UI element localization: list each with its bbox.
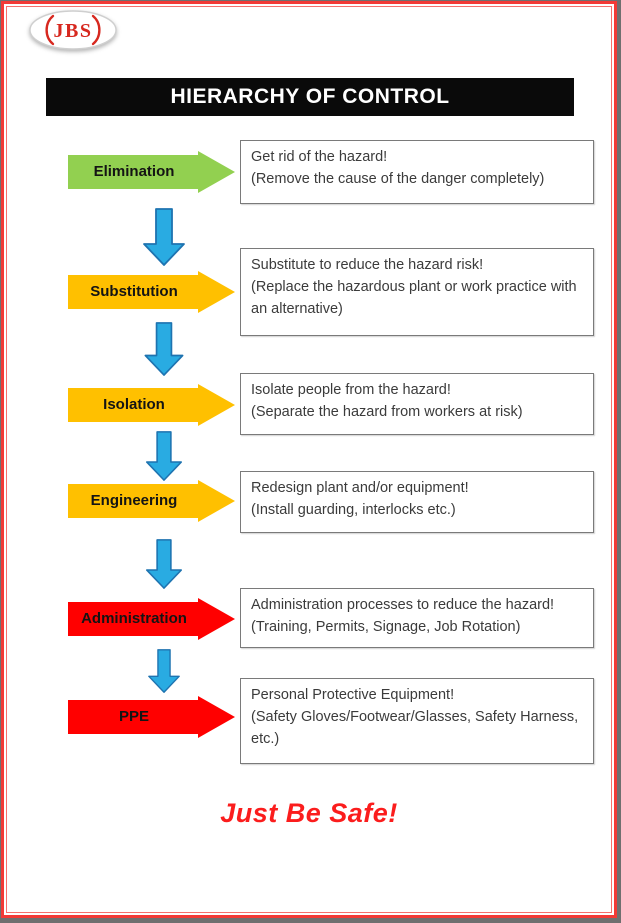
desc-detail: (Separate the hazard from workers at ris… [251, 403, 523, 420]
level-arrow-engineering: Engineering [68, 479, 236, 523]
desc-title: Personal Protective Equipment! [251, 687, 455, 703]
desc-title: Substitute to reduce the hazard risk! [251, 257, 484, 273]
desc-title: Redesign plant and/or equipment! [251, 480, 469, 496]
desc-box-ppe: Personal Protective Equipment! (Safety G… [240, 678, 594, 764]
right-arrow-icon [68, 696, 235, 738]
right-arrow-icon [68, 480, 235, 522]
jbs-logo-icon: JBS [29, 10, 117, 50]
level-arrow-elimination: Elimination [68, 150, 236, 194]
level-arrow-administration: Administration [68, 597, 236, 641]
down-arrow-icon [143, 649, 185, 693]
level-label: Engineering [90, 492, 178, 509]
level-label: Administration [81, 610, 187, 627]
level-label: PPE [118, 708, 149, 725]
desc-detail: (Remove the cause of the danger complete… [251, 170, 545, 187]
desc-box-engineering: Redesign plant and/or equipment! (Instal… [240, 471, 594, 533]
page-title: HIERARCHY OF CONTROL [46, 78, 574, 116]
desc-box-administration: Administration processes to reduce the h… [240, 588, 594, 648]
level-label: Substitution [90, 283, 178, 300]
level-label: Isolation [103, 396, 165, 413]
desc-box-elimination: Get rid of the hazard! (Remove the cause… [240, 140, 594, 204]
logo-right-paren [91, 14, 101, 46]
down-arrow-icon [143, 322, 185, 376]
right-arrow-icon [68, 598, 235, 640]
jbs-logo: JBS [28, 9, 118, 51]
right-arrow-icon [68, 271, 235, 313]
logo-left-paren [45, 14, 55, 46]
logo-text: JBS [54, 20, 93, 42]
right-arrow-icon [68, 151, 235, 193]
desc-box-isolation: Isolate people from the hazard! (Separat… [240, 373, 594, 435]
down-arrow-icon [143, 431, 185, 481]
down-arrow-icon [143, 539, 185, 589]
level-arrow-substitution: Substitution [68, 270, 236, 314]
desc-box-substitution: Substitute to reduce the hazard risk! (R… [240, 248, 594, 336]
down-arrow-icon [143, 208, 185, 266]
desc-detail: (Install guarding, interlocks etc.) [251, 501, 456, 518]
desc-detail: (Replace the hazardous plant or work pra… [251, 278, 577, 317]
level-arrow-isolation: Isolation [68, 383, 236, 427]
desc-title: Isolate people from the hazard! [251, 382, 451, 398]
level-label: Elimination [93, 163, 175, 180]
desc-title: Administration processes to reduce the h… [251, 597, 555, 613]
desc-detail: (Safety Gloves/Footwear/Glasses, Safety … [251, 708, 579, 747]
level-arrow-ppe: PPE [68, 695, 236, 739]
desc-title: Get rid of the hazard! [251, 149, 388, 165]
desc-detail: (Training, Permits, Signage, Job Rotatio… [251, 618, 521, 635]
slogan: Just Be Safe! [220, 798, 398, 828]
right-arrow-icon [68, 384, 235, 426]
